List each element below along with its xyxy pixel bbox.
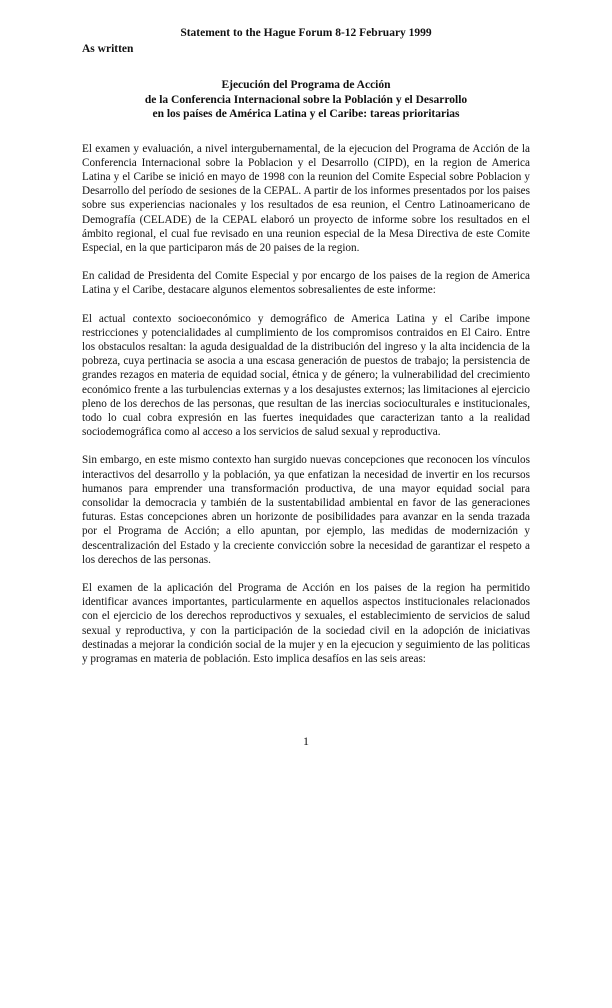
- document-title-line-2: de la Conferencia Internacional sobre la…: [144, 93, 468, 106]
- body-paragraph: El examen de la aplicación del Programa …: [82, 581, 530, 665]
- header-title: Statement to the Hague Forum 8-12 Februa…: [180, 27, 432, 39]
- body-paragraph: Sin embargo, en este mismo contexto han …: [82, 454, 530, 566]
- document-title: Ejecución del Programa de Acción de la C…: [82, 78, 530, 122]
- page-number: 1: [303, 734, 309, 748]
- document-body: El examen y evaluación, a nivel intergub…: [82, 142, 530, 667]
- body-paragraph: El actual contexto socioeconómico y demo…: [82, 312, 530, 439]
- body-paragraph: El examen y evaluación, a nivel intergub…: [82, 142, 530, 254]
- document-title-line-3: en los países de América Latina y el Car…: [152, 108, 460, 120]
- header-subtitle: As written: [82, 43, 134, 55]
- document-title-line-1: Ejecución del Programa de Acción: [221, 79, 391, 91]
- body-paragraph: En calidad de Presidenta del Comite Espe…: [82, 270, 530, 297]
